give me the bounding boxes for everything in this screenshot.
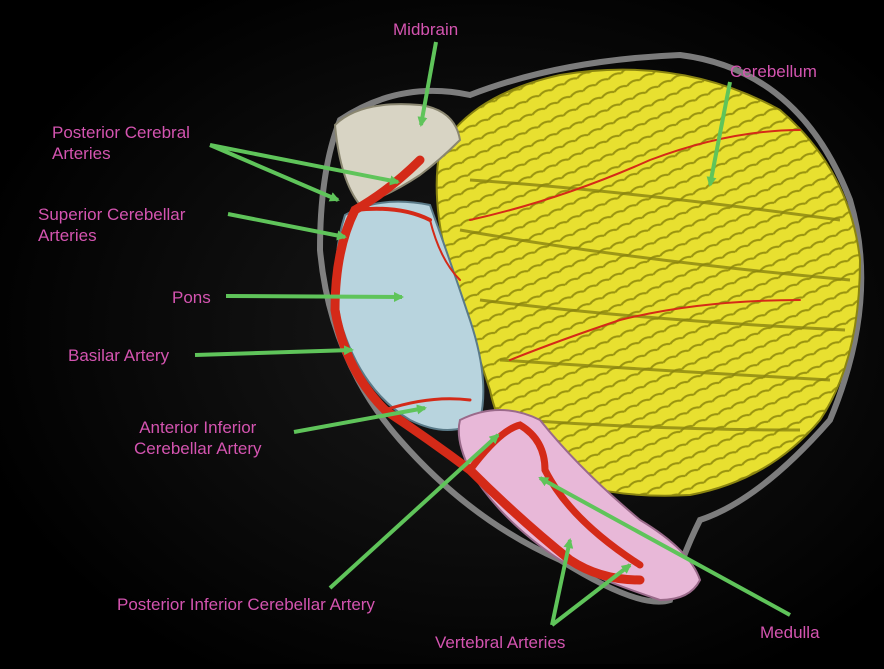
label-posterior-inferior-cerebellar-artery: Posterior Inferior Cerebellar Artery — [117, 594, 375, 615]
arrow-pons — [226, 296, 402, 297]
label-medulla: Medulla — [760, 622, 820, 643]
label-cerebellum: Cerebellum — [730, 61, 817, 82]
label-pons: Pons — [172, 287, 211, 308]
label-basilar-artery: Basilar Artery — [68, 345, 169, 366]
label-superior-cerebellar-arteries: Superior Cerebellar Arteries — [38, 204, 185, 246]
label-midbrain: Midbrain — [393, 19, 458, 40]
label-anterior-inferior-cerebellar-artery: Anterior Inferior Cerebellar Artery — [134, 417, 262, 459]
label-vertebral-arteries: Vertebral Arteries — [435, 632, 565, 653]
label-posterior-cerebral-arteries: Posterior Cerebral Arteries — [52, 122, 190, 164]
